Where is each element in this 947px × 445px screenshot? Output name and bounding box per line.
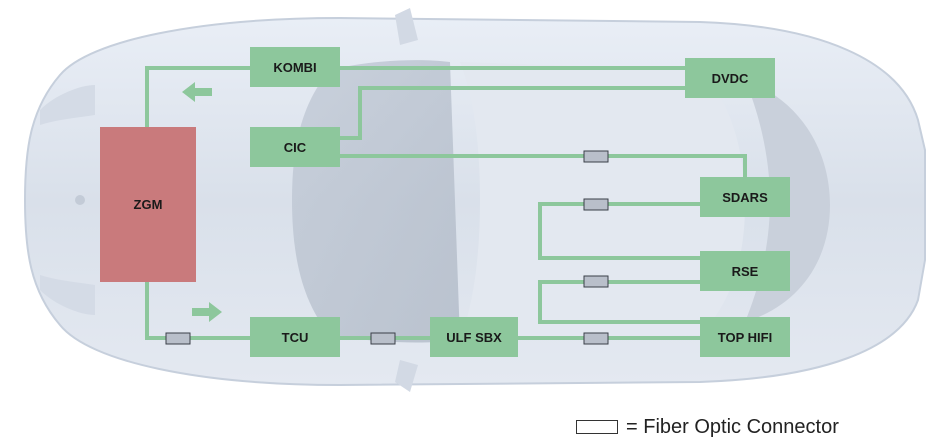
cic-module: CIC bbox=[250, 127, 340, 167]
ulf-sbx-label: ULF SBX bbox=[446, 330, 502, 345]
dvdc-label: DVDC bbox=[712, 71, 749, 86]
fiber-optic-connector-icon bbox=[576, 420, 618, 434]
cic-label: CIC bbox=[284, 140, 306, 155]
dvdc-module: DVDC bbox=[685, 58, 775, 98]
top-hifi-module: TOP HIFI bbox=[700, 317, 790, 357]
arrow-left-icon bbox=[182, 82, 212, 102]
connector-ulfsbx-tcu bbox=[371, 333, 395, 344]
bus-line-dvdc-cic bbox=[340, 88, 685, 138]
sdars-label: SDARS bbox=[722, 190, 768, 205]
bus-line-sdars-rse bbox=[540, 204, 700, 258]
top-hifi-label: TOP HIFI bbox=[718, 330, 772, 345]
connector-rse-tophifi bbox=[584, 276, 608, 287]
legend: = Fiber Optic Connector bbox=[576, 414, 839, 440]
rse-label: RSE bbox=[732, 264, 759, 279]
legend-text: = Fiber Optic Connector bbox=[626, 416, 839, 439]
zgm-module: ZGM bbox=[100, 127, 196, 282]
connector-sdars-rse bbox=[584, 199, 608, 210]
tcu-module: TCU bbox=[250, 317, 340, 357]
connector-tophifi-ulfsbx bbox=[584, 333, 608, 344]
arrow-right-icon bbox=[192, 302, 222, 322]
bus-line-rse-tophifi bbox=[540, 282, 700, 322]
bus-line-zgm-kombi bbox=[147, 68, 250, 128]
kombi-label: KOMBI bbox=[273, 60, 316, 75]
connector-tcu-zgm bbox=[166, 333, 190, 344]
tcu-label: TCU bbox=[282, 330, 309, 345]
sdars-module: SDARS bbox=[700, 177, 790, 217]
ulf-sbx-module: ULF SBX bbox=[430, 317, 518, 357]
rse-module: RSE bbox=[700, 251, 790, 291]
bus-line-cic-sdars bbox=[340, 156, 745, 178]
zgm-label: ZGM bbox=[134, 197, 163, 212]
kombi-module: KOMBI bbox=[250, 47, 340, 87]
connector-cic-sdars bbox=[584, 151, 608, 162]
